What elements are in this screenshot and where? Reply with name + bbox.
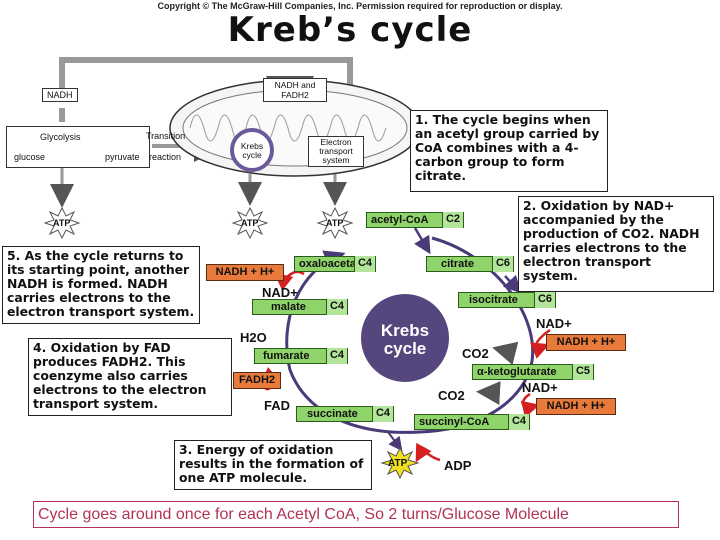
nad-label-3: NAD+ (522, 380, 558, 395)
note-step-3: 3. Energy of oxidation results in the fo… (174, 440, 372, 490)
isocitrate-carbons: C6 (533, 292, 555, 308)
overview-atp-2: ATP (241, 218, 259, 228)
h2o-label: H2O (240, 330, 267, 345)
succinyl-coa-box: succinyl-CoA C4 (414, 414, 530, 430)
overview-nadh-box: NADH (42, 88, 78, 102)
malate-label: malate (271, 301, 306, 313)
oxaloacetate-box: oxaloacetate C4 (294, 256, 376, 272)
ketoglutarate-box: α-ketoglutarate C5 (472, 364, 594, 380)
malate-carbons: C4 (325, 299, 347, 315)
isocitrate-box: isocitrate C6 (458, 292, 556, 308)
cycle-atp-label: ATP (388, 458, 408, 469)
overview-atp-3: ATP (326, 218, 344, 228)
citrate-box: citrate C6 (426, 256, 514, 272)
note-step-4: 4. Oxidation by FAD produces FADH2. This… (28, 338, 232, 416)
acetyl-coa-carbons: C2 (441, 212, 463, 228)
footer-note: Cycle goes around once for each Acetyl C… (33, 501, 679, 528)
succinate-label: succinate (307, 408, 358, 420)
fumarate-label: fumarate (263, 350, 310, 362)
fumarate-carbons: C4 (325, 348, 347, 364)
acetyl-coa-box: acetyl-CoA C2 (366, 212, 464, 228)
glycolysis-box (6, 126, 150, 168)
succinyl-coa-label: succinyl-CoA (419, 416, 490, 428)
copyright-notice: Copyright © The McGraw-Hill Companies, I… (157, 1, 563, 11)
oxaloacetate-label: oxaloacetate (299, 258, 366, 270)
note-step-1: 1. The cycle begins when an acetyl group… (410, 110, 608, 192)
overview-electron-transport-box: Electron transport system (308, 136, 364, 167)
malate-box: malate C4 (252, 299, 348, 315)
transition-label: Transition (146, 131, 186, 141)
succinate-box: succinate C4 (296, 406, 394, 422)
ketoglutarate-carbons: C5 (571, 364, 593, 380)
reaction-label: reaction (149, 152, 182, 162)
fumarate-box: fumarate C4 (254, 348, 348, 364)
nadh-h-box-2: NADH + H+ (546, 334, 626, 351)
note-step-2: 2. Oxidation by NAD+ accompanied by the … (518, 196, 714, 292)
co2-label-2: CO2 (438, 388, 465, 403)
overview-krebs-label: Krebs cycle (240, 141, 264, 160)
pyruvate-label: pyruvate (105, 152, 140, 162)
isocitrate-label: isocitrate (469, 294, 518, 306)
krebs-cycle-center-label: Krebs cycle (380, 321, 430, 358)
note-step-5: 5. As the cycle returns to its starting … (2, 246, 200, 324)
succinate-carbons: C4 (371, 406, 393, 422)
nadh-h-box-3: NADH + H+ (536, 398, 616, 415)
fadh2-box: FADH2 (233, 372, 281, 389)
acetyl-coa-label: acetyl-CoA (371, 214, 429, 226)
succinyl-coa-carbons: C4 (507, 414, 529, 430)
nadh-h-box-1: NADH + H+ (206, 264, 284, 281)
page-title: Kreb’s cycle (227, 10, 473, 50)
fad-label: FAD (264, 398, 290, 413)
citrate-label: citrate (441, 258, 475, 270)
adp-label: ADP (444, 458, 472, 473)
overview-nadh-fadh2-box: NADH and FADH2 (263, 78, 327, 102)
co2-label-1: CO2 (462, 346, 489, 361)
glucose-label: glucose (14, 152, 46, 162)
ketoglutarate-label: α-ketoglutarate (477, 366, 557, 378)
nad-label-2: NAD+ (536, 316, 572, 331)
overview-atp-1: ATP (53, 218, 71, 228)
glycolysis-label: Glycolysis (40, 132, 81, 142)
oxaloacetate-carbons: C4 (353, 256, 375, 272)
nad-label-1: NAD+ (262, 285, 298, 300)
citrate-carbons: C6 (491, 256, 513, 272)
